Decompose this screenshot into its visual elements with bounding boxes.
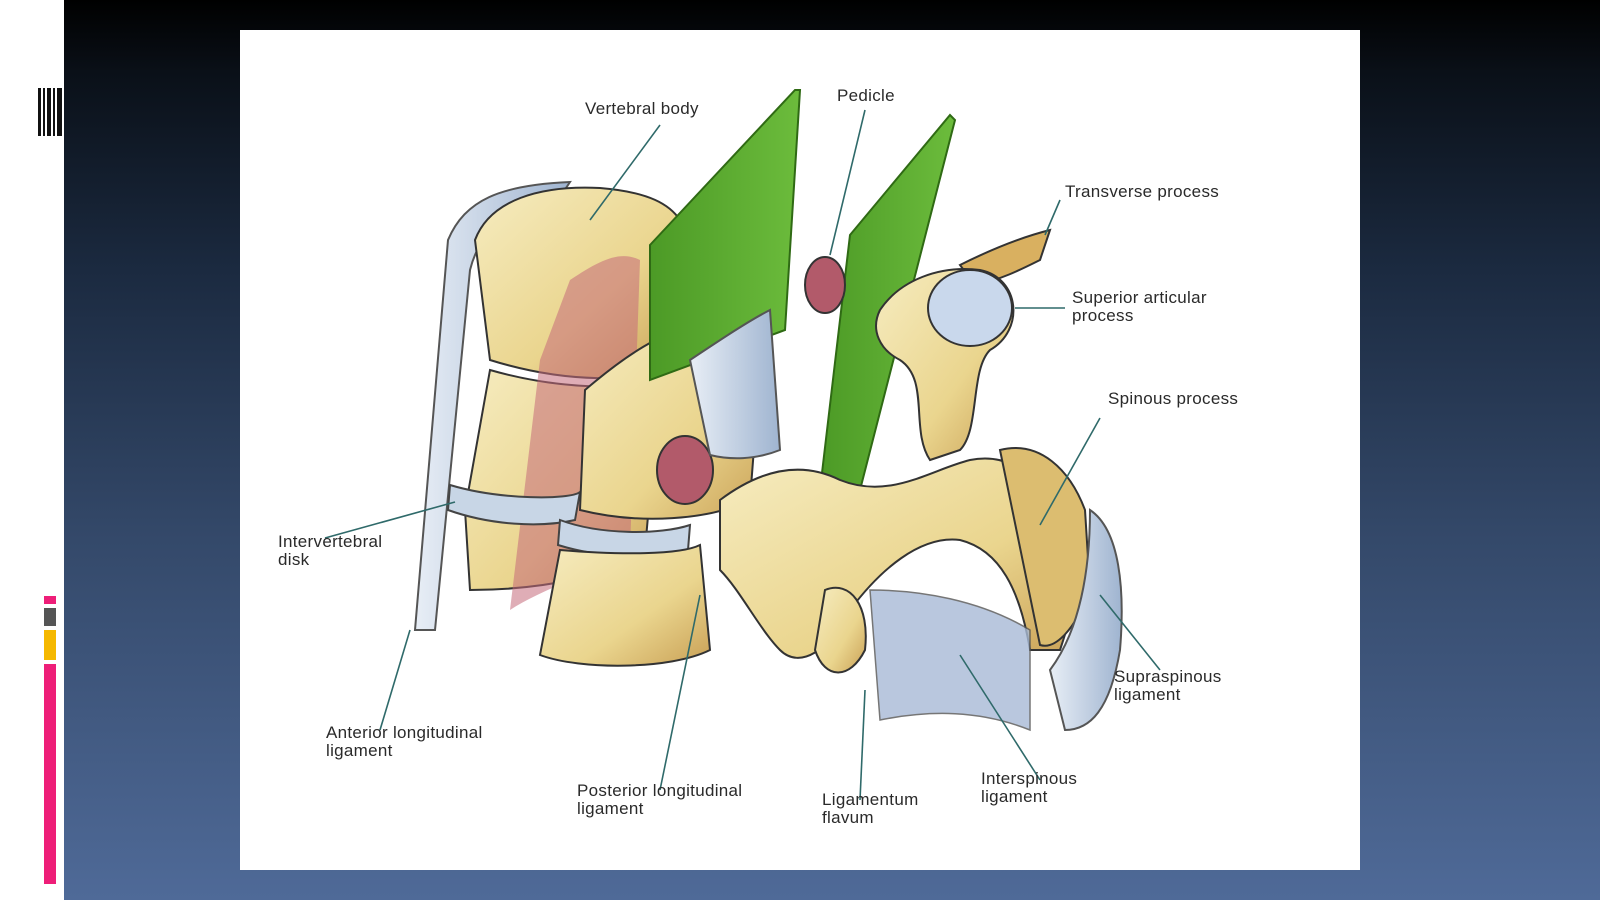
label-intervertebral-disk: Intervertebral disk: [278, 532, 383, 569]
label-transverse-process: Transverse process: [1065, 182, 1220, 201]
articular-facet: [927, 269, 1013, 347]
supraspinous-ligament-shape: [1048, 508, 1123, 732]
intervertebral-disk-shape: [446, 483, 582, 526]
ligamentum-flavum-shape: [869, 589, 1031, 732]
posterior-ligament-shape: [688, 308, 782, 460]
label-ligamentum-flavum: Ligamentum flavum: [822, 790, 919, 827]
label-supraspinous-ligament: Supraspinous ligament: [1114, 667, 1222, 704]
spine-anatomy-figure: Vertebral body Pedicle Transverse proces…: [240, 30, 1360, 870]
inferior-process-shape: [813, 586, 867, 674]
left-decoration-panel: [0, 0, 64, 900]
lamina-shape: [719, 457, 1082, 659]
label-pedicle: Pedicle: [837, 86, 895, 105]
green-plane-1: [649, 89, 802, 382]
label-posterior-longitudinal-ligament: Posterior longitudinal ligament: [577, 781, 743, 818]
pedicle-shape: [804, 256, 846, 314]
vertebra-illustration: [324, 89, 1161, 801]
label-vertebral-body: Vertebral body: [585, 99, 699, 118]
leader-lines: [324, 109, 1161, 801]
accent-bar-yellow: [44, 630, 56, 660]
label-superior-articular-process: Superior articular process: [1072, 288, 1207, 325]
accent-bar-gray: [44, 608, 56, 626]
label-interspinous-ligament: Interspinous ligament: [981, 769, 1078, 806]
label-spinous-process: Spinous process: [1108, 389, 1239, 408]
pedicle-cut-lower: [656, 435, 714, 505]
accent-bar-pink-top: [44, 596, 56, 604]
barcode-decoration: [38, 88, 62, 136]
lower-body: [538, 543, 712, 667]
label-anterior-longitudinal-ligament: Anterior longitudinal ligament: [326, 723, 483, 760]
spinous-process-shape: [998, 447, 1092, 647]
accent-bar-pink: [44, 664, 56, 884]
